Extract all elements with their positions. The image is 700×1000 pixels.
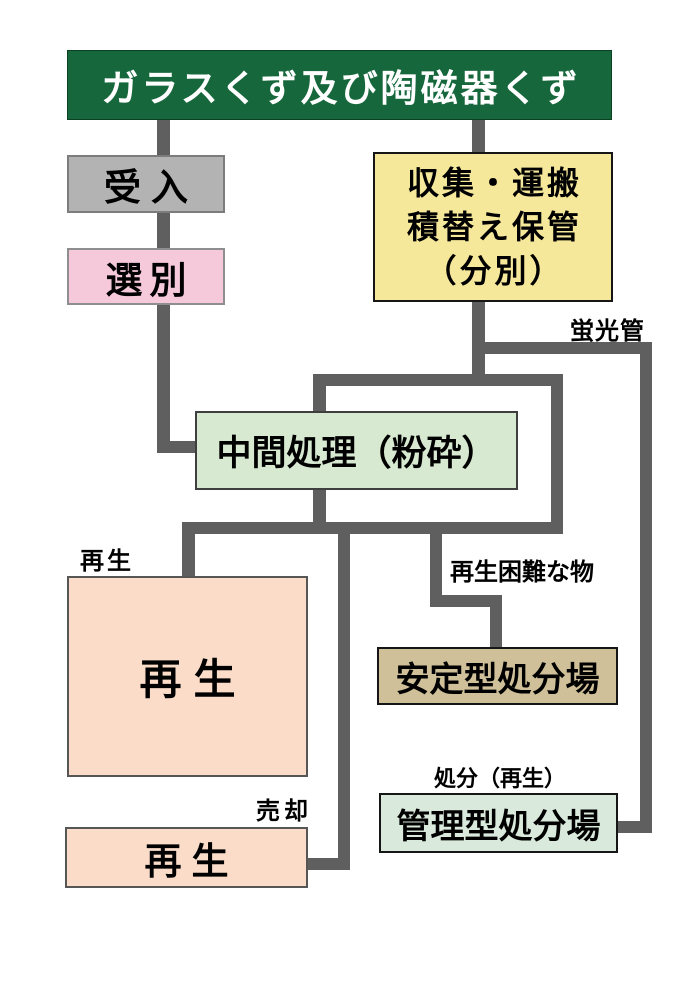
connector-intermediate-bottom [313, 488, 326, 528]
recycling-label: 再生 [80, 548, 134, 575]
connector-sorting-down [157, 303, 170, 453]
recycling-bottom-label: 再生 [144, 840, 239, 882]
connector-to-stable-landfill-2 [490, 601, 502, 649]
sale-label: 売却 [256, 798, 312, 825]
connector-to-recycle-sold [338, 528, 350, 870]
sorting-label: 選別 [105, 259, 194, 301]
receiving-label: 受入 [104, 167, 198, 208]
connector-into-controlled-landfill [615, 821, 652, 833]
collection-line2: 積替え保管 [406, 209, 582, 245]
connector-into-recycle-sold [304, 858, 350, 870]
connector-header-to-collection [472, 118, 485, 154]
connector-into-intermediate-top [313, 380, 326, 414]
collection-line3: （分別） [424, 253, 565, 289]
connector-to-stable-landfill-jog [430, 595, 502, 607]
title-text: ガラスくず及び陶磁器くず [101, 68, 581, 109]
stable-landfill-box: 安定型処分場 [377, 647, 618, 705]
connector-upper-horizontal [313, 374, 563, 386]
intermediate-processing-box: 中間処理（粉砕） [195, 411, 518, 490]
intermediate-label: 中間処理（粉砕） [216, 434, 497, 473]
title-box-glass-ceramic-waste: ガラスくず及び陶磁器くず [67, 50, 612, 120]
connector-fluorescent-horizontal [472, 342, 652, 354]
fluorescent-tube-label: 蛍光管 [570, 318, 645, 345]
connector-sorting-to-intermediate [157, 441, 199, 453]
collection-transport-box: 収集・運搬 積替え保管 （分別） [373, 152, 613, 302]
recycling-box-bottom: 再生 [65, 827, 308, 888]
recycling-box-large: 再生 [67, 576, 308, 777]
controlled-landfill-box: 管理型処分場 [379, 793, 618, 853]
connector-receiving-to-sorting [157, 212, 170, 250]
connector-fluorescent-vertical [640, 342, 652, 833]
connector-header-to-receiving [157, 118, 170, 157]
stable-landfill-label: 安定型処分場 [395, 660, 600, 699]
hard-to-recycle-label: 再生困難な物 [450, 559, 594, 586]
connector-to-stable-landfill-1 [430, 528, 442, 607]
sorting-box: 選別 [67, 248, 225, 305]
recycling-large-label: 再生 [139, 656, 248, 703]
receiving-box: 受入 [67, 155, 225, 213]
controlled-landfill-label: 管理型処分場 [396, 807, 601, 846]
connector-into-recycle-main [182, 528, 195, 578]
connector-inner-right-vertical [551, 380, 563, 528]
disposal-recycling-label: 処分（再生） [434, 766, 567, 791]
collection-line1: 収集・運搬 [406, 165, 582, 201]
connector-lower-horizontal [182, 522, 563, 534]
